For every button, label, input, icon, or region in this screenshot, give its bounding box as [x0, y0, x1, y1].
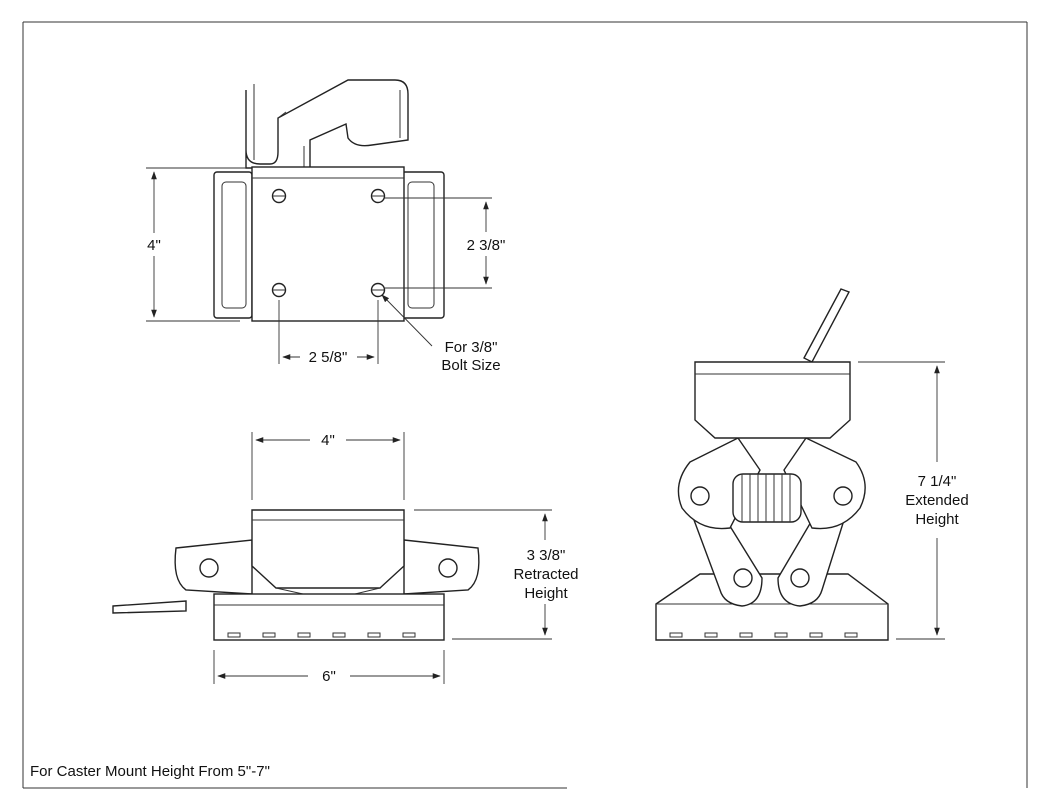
- side-top-plate: [251, 509, 405, 589]
- top-view: 4" 2 3/8" 2 5/8" For 3/8" Bolt Size: [146, 79, 506, 374]
- bolt-holes: [271, 188, 386, 298]
- front-top-plate: [694, 361, 851, 439]
- extended-height-line3: Height: [915, 511, 959, 528]
- top-view-height-label: 4": [147, 237, 161, 254]
- side-base-feet: [227, 632, 416, 638]
- front-lever-rod: [803, 288, 850, 363]
- front-base: [655, 573, 889, 641]
- front-view: 7 1/4" Extended Height: [655, 288, 969, 641]
- hole-horizontal-spacing-label: 2 5/8": [309, 349, 348, 366]
- side-base: [213, 593, 445, 641]
- lever-handle: [245, 79, 409, 169]
- retracted-height-line2: Retracted: [513, 566, 578, 583]
- front-upper-arm-right: [783, 437, 866, 530]
- bolt-size-note-line2: Bolt Size: [441, 357, 500, 374]
- hole-vertical-spacing-label: 2 3/8": [467, 237, 506, 254]
- side-top-width-label: 4": [321, 432, 335, 449]
- drawing-frame: [22, 21, 1028, 789]
- front-spring: [732, 473, 802, 523]
- bolt-size-note-line1: For 3/8": [445, 339, 498, 356]
- side-view: 4" 6" 3 3/8" Retracted Height: [112, 432, 579, 685]
- retracted-height-line1: 3 3/8": [527, 547, 566, 564]
- front-base-feet: [669, 632, 858, 638]
- retracted-height-line3: Height: [524, 585, 568, 602]
- extended-height-line2: Extended: [905, 492, 968, 509]
- side-lever: [112, 600, 187, 614]
- extended-height-line1: 7 1/4": [918, 473, 957, 490]
- footer-note: For Caster Mount Height From 5"-7": [30, 763, 270, 780]
- side-base-width-label: 6": [322, 668, 336, 685]
